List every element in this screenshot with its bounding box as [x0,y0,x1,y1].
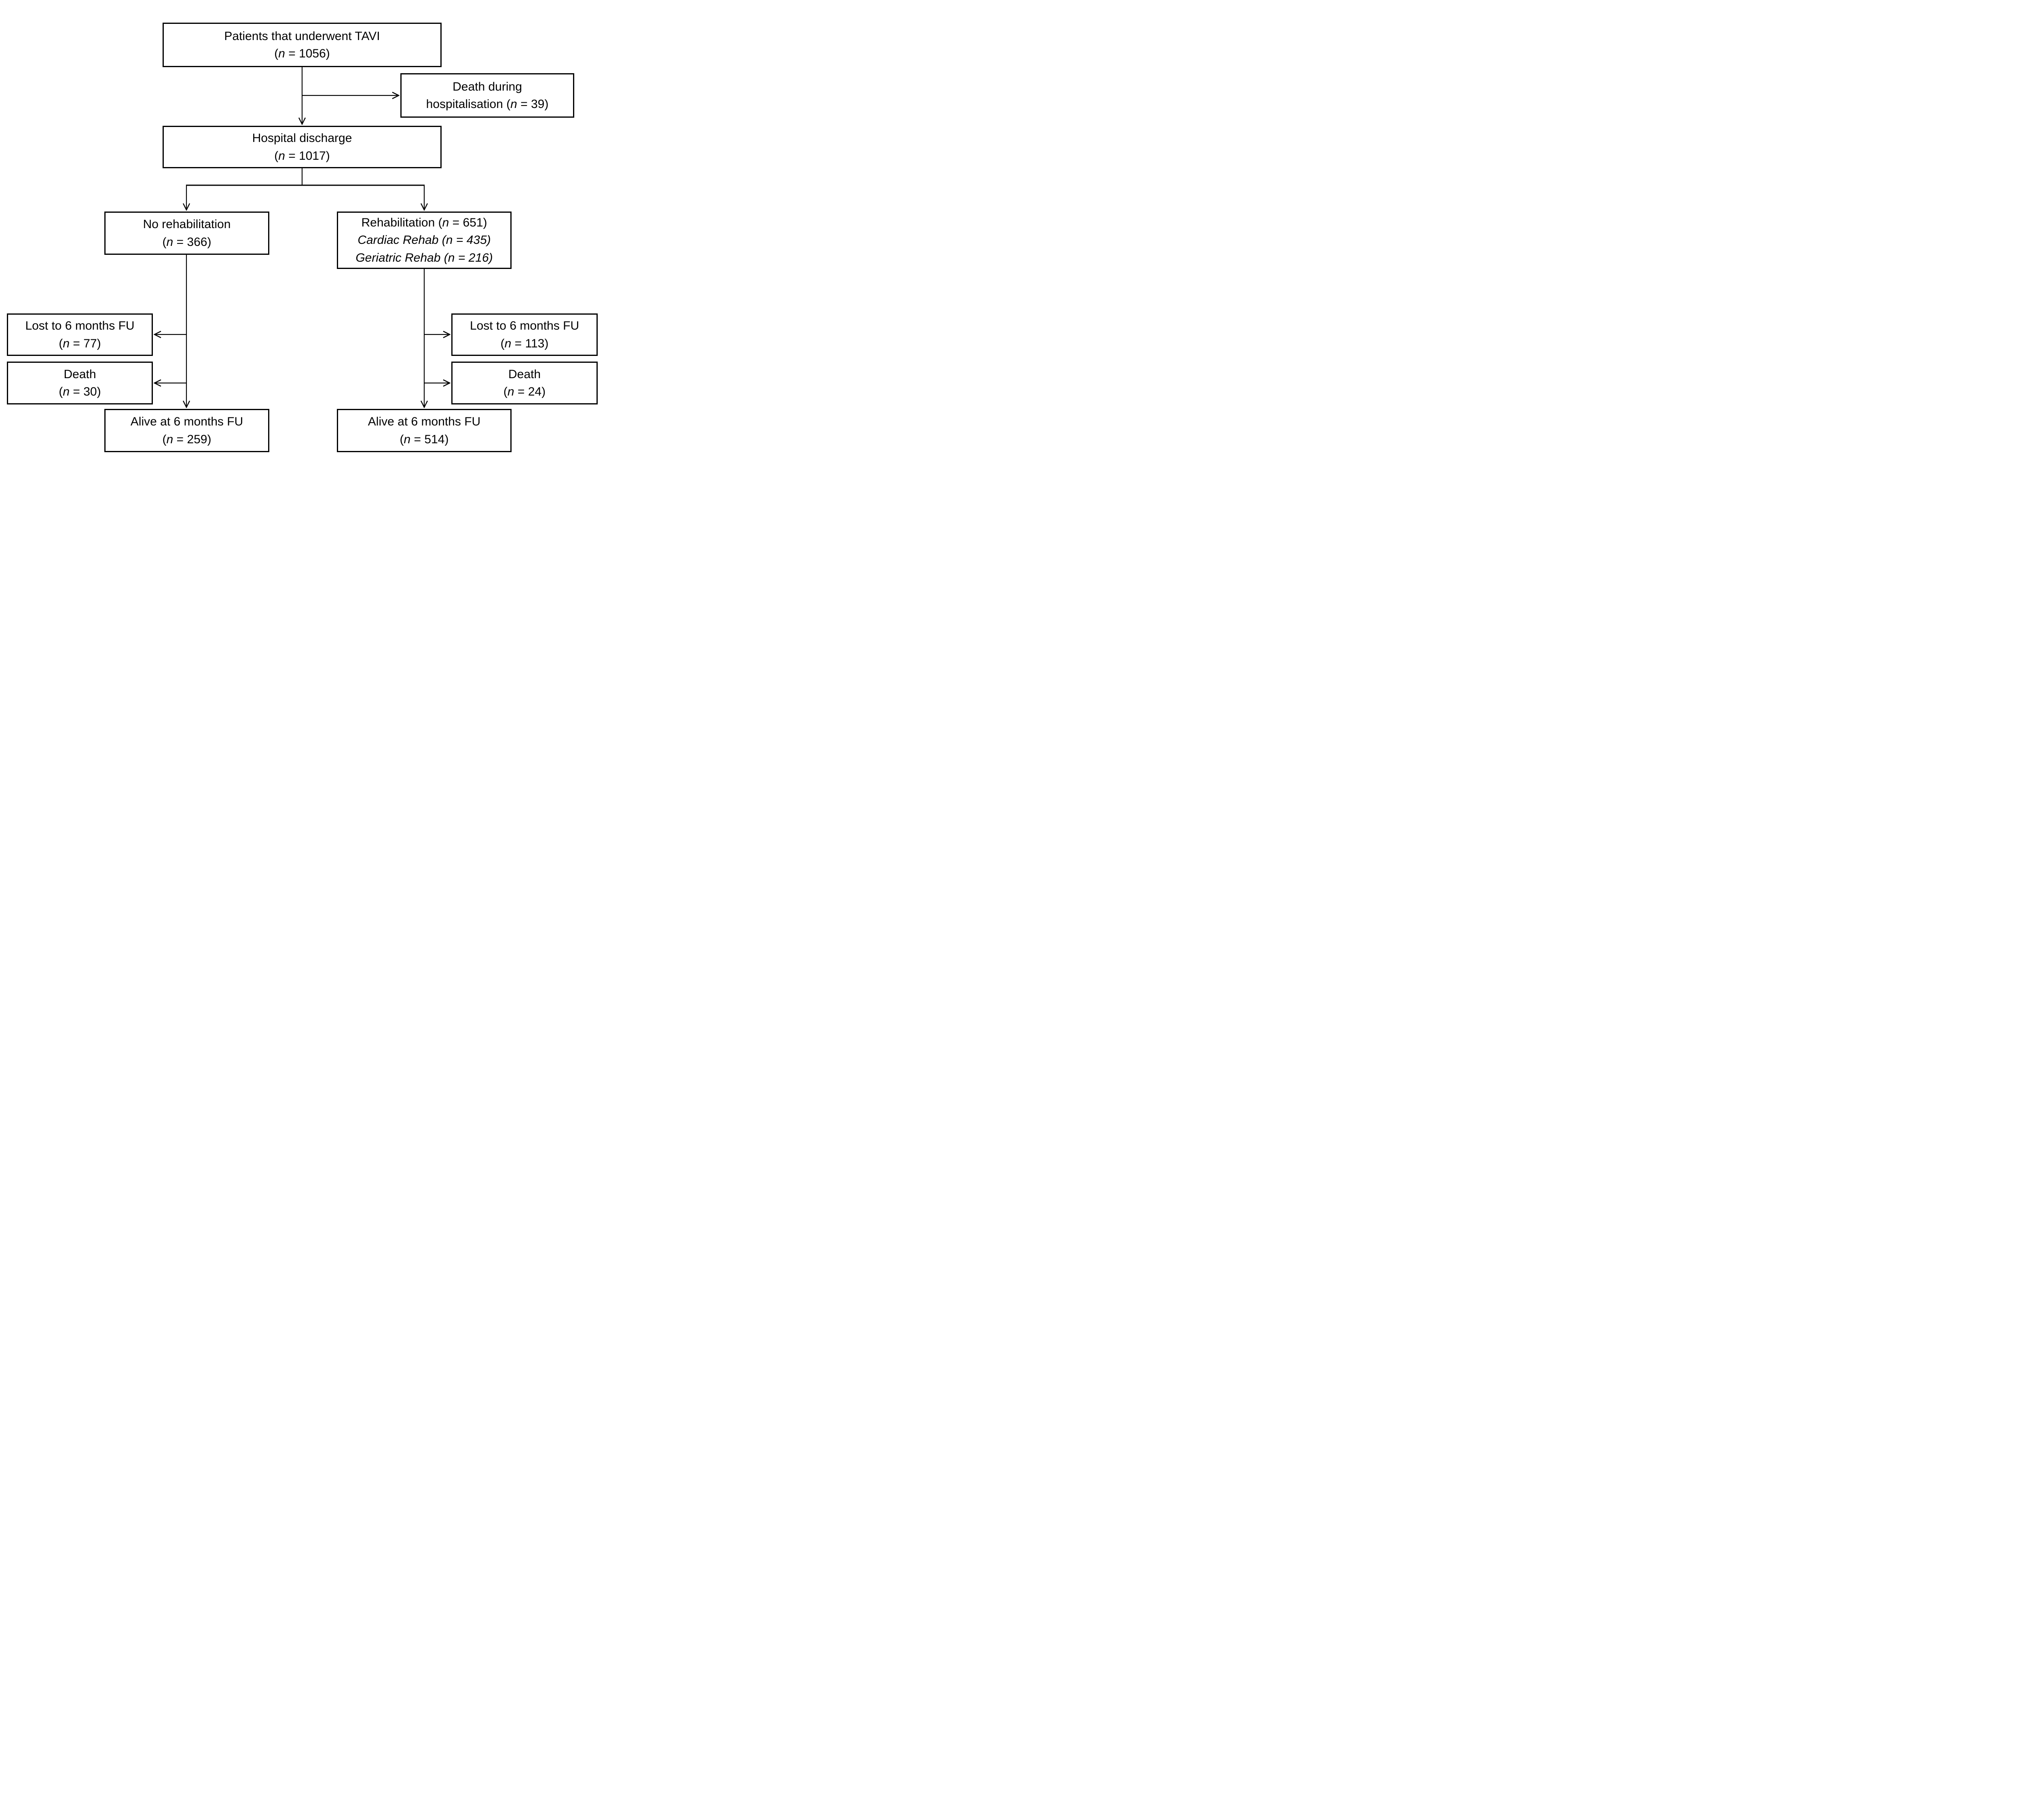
count-value: = 259) [173,432,212,446]
count-n-var: n [63,385,70,398]
count-n-var: n [442,216,449,230]
box-lost-to-fu-rehab: Lost to 6 months FU (n = 113) [451,313,598,356]
box-lost-to-fu-norehab: Lost to 6 months FU (n = 77) [7,313,153,356]
count-n-var: n [278,149,285,163]
label-text: Alive at 6 months FU [368,415,481,429]
count-open: ( [274,149,279,163]
label-text: Death during [453,80,522,93]
count-value: = 651) [449,216,487,230]
count-value: = 1056) [285,47,330,60]
box-label: Alive at 6 months FU [131,413,243,430]
count-value: = 30) [70,385,101,398]
box-alive-at-fu-norehab: Alive at 6 months FU (n = 259) [104,409,269,452]
count-n-var: n [507,385,514,398]
box-rehabilitation: Rehabilitation (n = 651) Cardiac Rehab (… [337,212,512,269]
count-value: = 366) [173,235,212,249]
label-text: Rehabilitation [361,216,438,230]
box-count: (n = 259) [163,431,212,448]
count-open: ( [500,336,505,350]
box-label: Death [508,366,541,383]
box-death-rehab: Death (n = 24) [451,362,598,404]
count-value: = 1017) [285,149,330,163]
count-n-var: n [504,336,512,350]
box-label: Death [63,366,96,383]
box-label: Lost to 6 months FU [470,317,579,334]
count-open: ( [59,336,63,350]
count-open: ( [59,385,63,398]
count-n-var: n [166,432,173,446]
box-label: Hospital discharge [252,129,352,147]
box-count: hospitalisation (n = 39) [426,95,549,113]
label-text: Lost to 6 months FU [470,319,580,333]
count-open: ( [400,432,404,446]
box-label: Death during [453,78,522,95]
count-value: = 514) [410,432,449,446]
box-count: (n = 24) [503,383,546,400]
subline-text: Geriatric Rehab (n = 216) [355,251,493,265]
box-label: Patients that underwent TAVI [224,28,380,45]
label-text: Hospital discharge [252,131,352,145]
box-count: (n = 30) [59,383,101,400]
box-count: (n = 366) [163,233,212,251]
box-label: Alive at 6 months FU [368,413,480,430]
label-text: Alive at 6 months FU [130,415,243,429]
box-count: (n = 113) [501,335,549,352]
count-open: ( [274,47,279,60]
box-alive-at-fu-rehab: Alive at 6 months FU (n = 514) [337,409,512,452]
flow-diagram: Patients that underwent TAVI (n = 1056) … [0,0,607,455]
count-open: ( [503,385,508,398]
label-text: Patients that underwent TAVI [224,29,380,43]
count-n-var: n [404,432,411,446]
box-label: No rehabilitation [143,216,231,233]
connector-layer [0,67,607,455]
label-text: Lost to 6 months FU [25,319,135,333]
subline-text: Cardiac Rehab (n = 435) [357,233,491,247]
box-count: (n = 77) [59,335,101,352]
box-count: (n = 1017) [274,147,330,165]
box-hospital-discharge: Hospital discharge (n = 1017) [163,126,442,168]
count-open: ( [162,235,167,249]
box-count: (n = 514) [400,431,449,448]
count-open: ( [506,97,511,111]
box-count: (n = 1056) [274,45,330,62]
count-n-var: n [510,97,517,111]
count-value: = 24) [514,385,546,398]
box-death-norehab: Death (n = 30) [7,362,153,404]
count-value: = 77) [70,336,101,350]
label-text-2: hospitalisation [426,97,507,111]
box-patients-tavi: Patients that underwent TAVI (n = 1056) [163,23,442,67]
box-no-rehabilitation: No rehabilitation (n = 366) [104,212,269,255]
label-text: No rehabilitation [143,218,231,231]
count-n-var: n [166,235,173,249]
box-subline-cardiac-rehab: Cardiac Rehab (n = 435) [357,231,491,249]
box-label: Lost to 6 months FU [25,317,134,334]
count-value: = 39) [517,97,549,111]
count-value: = 113) [511,336,549,350]
count-n-var: n [278,47,285,60]
count-open: ( [438,216,442,230]
box-death-during-hospitalisation: Death during hospitalisation (n = 39) [400,73,574,118]
count-n-var: n [63,336,70,350]
box-label: Rehabilitation (n = 651) [361,214,487,231]
count-open: ( [162,432,167,446]
label-text: Death [63,367,96,381]
label-text: Death [508,367,541,381]
box-subline-geriatric-rehab: Geriatric Rehab (n = 216) [355,249,493,267]
